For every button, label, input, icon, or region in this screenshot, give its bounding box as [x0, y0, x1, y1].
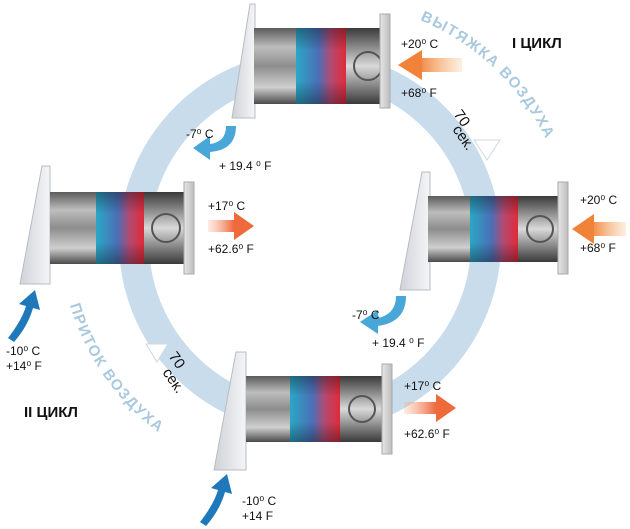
deep-arrow-bottom	[200, 474, 232, 526]
left-in-temp-f: +14⁰ F	[6, 359, 42, 373]
housing	[428, 196, 470, 262]
top-out-temp-c: +20⁰ C	[401, 37, 439, 51]
warm-arrow-top	[398, 50, 462, 80]
warm-arrow-right	[572, 214, 626, 244]
supply-arrow-left	[208, 212, 254, 240]
housing	[50, 192, 96, 264]
deep-arrow-left	[8, 290, 40, 342]
wall-panel	[213, 351, 247, 471]
ventilation-unit-right	[399, 171, 569, 291]
inner-grill	[557, 181, 569, 275]
cool-arrow-right	[360, 296, 406, 334]
left-out-temp-f: +62.6⁰ F	[208, 242, 254, 256]
ventilation-unit-bottom	[213, 351, 393, 471]
cycle-1-label: I ЦИКЛ	[512, 35, 562, 52]
housing	[254, 28, 296, 104]
timer-pointer-bottom	[145, 343, 169, 363]
timer-pointer-top	[473, 139, 501, 161]
top-out-temp-f: +68⁰ F	[401, 86, 437, 100]
timer-value-top: 70	[450, 107, 473, 130]
housing	[246, 376, 290, 442]
timer-value-bottom: 70	[165, 349, 188, 372]
cool-arrow-top	[193, 126, 236, 160]
bottom-out-temp-f: +62.6⁰ F	[404, 427, 450, 441]
right-out-temp-f: +68⁰ F	[580, 241, 616, 255]
right-out-temp-c: +20⁰ C	[580, 193, 618, 207]
inner-grill	[381, 363, 393, 455]
top-in-temp-f: + 19.4 ⁰ F	[219, 159, 272, 173]
inner-grill	[183, 181, 195, 275]
ventilation-unit-left	[19, 165, 195, 285]
bottom-in-temp-f: +14 F	[242, 509, 273, 523]
supply-arrow-bottom	[404, 394, 456, 422]
bottom-in-temp-c: -10⁰ C	[242, 494, 276, 508]
bottom-out-temp-c: +17⁰ C	[404, 379, 442, 393]
wall-panel	[231, 3, 256, 119]
fan	[144, 192, 184, 264]
left-in-temp-c: -10⁰ C	[6, 344, 40, 358]
fan	[518, 196, 558, 262]
right-in-temp-f: + 19.4 ⁰ F	[372, 336, 425, 350]
top-in-temp-c: -7⁰ C	[186, 127, 214, 141]
right-in-temp-c: -7⁰ C	[352, 308, 380, 322]
left-out-temp-c: +17⁰ C	[208, 199, 246, 213]
inner-grill	[379, 13, 391, 109]
wall-panel	[19, 165, 51, 285]
fan	[346, 28, 380, 104]
ventilation-unit-top	[231, 3, 391, 119]
wall-panel	[399, 171, 431, 291]
cycle-2-label: II ЦИКЛ	[24, 404, 78, 421]
